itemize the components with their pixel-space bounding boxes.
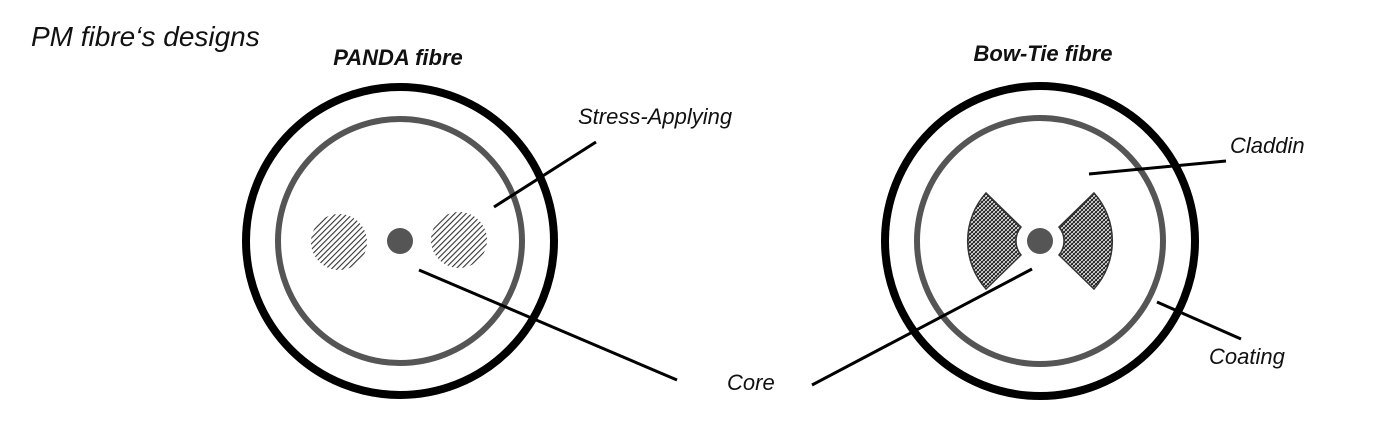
bowtie-stress-sector-right: [1057, 191, 1113, 291]
panda-stress-rod-left: [311, 214, 367, 270]
stress-applying-label: Stress-Applying: [578, 104, 733, 129]
panda-cladding-ring: [275, 116, 525, 366]
panda-coating-ring: [242, 83, 558, 399]
coating-leader-line: [1156, 300, 1242, 341]
bowtie-coating-ring: [881, 82, 1199, 400]
core-label: Core: [727, 370, 775, 395]
bowtie-cladding-ring: [914, 115, 1166, 367]
bowtie-title: Bow-Tie fibre: [974, 41, 1113, 66]
bowtie-core-leader-line: [811, 267, 1033, 387]
coating-label: Coating: [1209, 344, 1286, 369]
cladding-label: Claddin: [1230, 133, 1305, 158]
panda-core-leader-line: [418, 268, 678, 382]
panda-core: [387, 228, 413, 254]
panda-stress-rod-right: [431, 212, 487, 268]
panda-fibre: PANDA fibre Stress-Applying: [242, 45, 733, 399]
diagram-heading: PM fibre‘s designs: [31, 21, 260, 52]
bowtie-stress-sector-left: [967, 191, 1023, 291]
bowtie-fibre: Bow-Tie fibre Claddin Coating: [811, 41, 1305, 400]
cladding-leader-line: [1088, 159, 1227, 176]
bowtie-core: [1027, 228, 1053, 254]
panda-title: PANDA fibre: [333, 45, 463, 70]
panda-stress-leader-line: [493, 140, 597, 209]
